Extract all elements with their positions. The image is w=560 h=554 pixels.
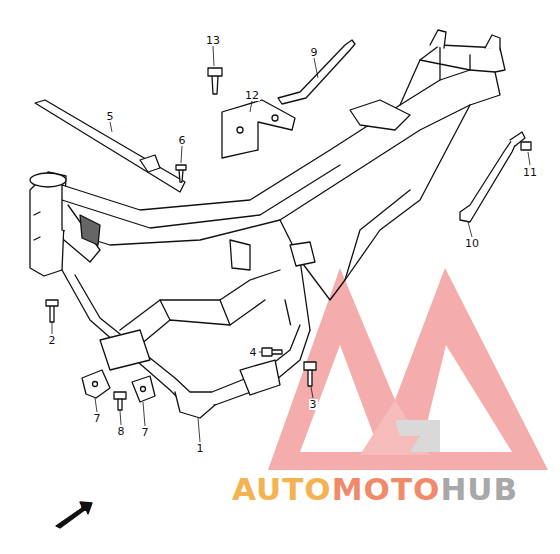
callout-number: 12 <box>244 90 260 101</box>
watermark-logo <box>268 268 548 470</box>
callout-number: 9 <box>310 47 319 58</box>
callout-number: 2 <box>48 335 57 346</box>
callout-number: 4 <box>249 347 258 358</box>
callout-number: 5 <box>106 111 115 122</box>
callout-number: 10 <box>464 238 480 249</box>
callout-number: 13 <box>205 35 221 46</box>
watermark-text: AUTOMOTOHUB <box>232 474 518 505</box>
callout-number: 3 <box>309 399 318 410</box>
callout-number: 8 <box>117 426 126 437</box>
callout-number: 7 <box>93 413 102 424</box>
watermark-word: HUB <box>440 474 518 505</box>
callout-number: 6 <box>178 135 187 146</box>
watermark-word: AUTO <box>232 474 332 505</box>
callout-number: 11 <box>522 167 538 178</box>
callout-number: 7 <box>141 427 150 438</box>
leader-lines <box>52 46 530 442</box>
watermark-word: MOTO <box>332 474 441 505</box>
callout-number: 1 <box>196 443 205 454</box>
